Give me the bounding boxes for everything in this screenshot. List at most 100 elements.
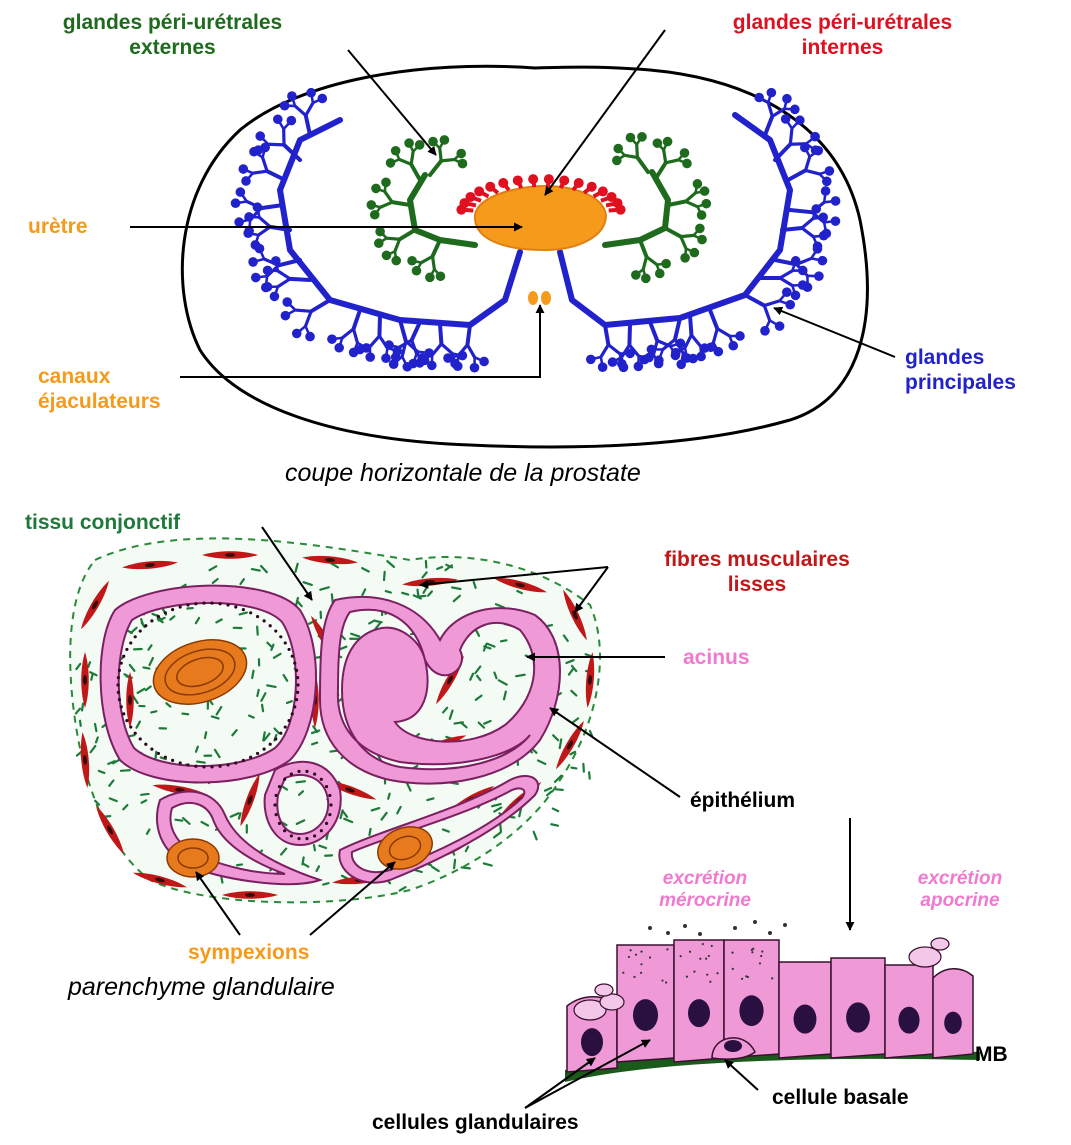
- urethra: [475, 186, 606, 250]
- gland-lobule: [334, 343, 344, 353]
- gland-lobule: [782, 287, 792, 297]
- gland-lobule: [440, 135, 450, 145]
- epithelial-nucleus: [269, 743, 272, 746]
- gland-lobule: [231, 198, 241, 208]
- gland-lobule: [375, 227, 385, 237]
- internal-gland-lobule: [574, 178, 584, 188]
- gland-lobule: [810, 132, 820, 142]
- cell-nucleus: [898, 1007, 919, 1034]
- connective-fiber: [237, 864, 242, 865]
- gland-branch: [625, 155, 638, 157]
- gland-lobule: [647, 345, 657, 355]
- connective-fiber: [80, 721, 81, 726]
- gland-lobule: [688, 354, 698, 364]
- secretion-granule: [716, 972, 718, 974]
- connective-fiber: [484, 863, 492, 865]
- internal-gland-lobule: [465, 192, 475, 202]
- epithelial-nucleus: [144, 743, 147, 746]
- epithelial-nucleus: [313, 772, 316, 775]
- label-external-glands: glandes péri-urétrales externes: [10, 10, 335, 60]
- gland-lobule: [663, 137, 673, 147]
- epithelial-nucleus: [249, 611, 252, 614]
- label-connective-tissue: tissu conjonctif: [25, 510, 180, 535]
- connective-fiber: [369, 829, 370, 835]
- epithelial-nucleus: [139, 629, 142, 632]
- gland-lobule: [814, 271, 824, 281]
- gland-lobule: [760, 326, 770, 336]
- gland-lobule: [248, 257, 258, 267]
- connective-fiber: [386, 591, 391, 592]
- label-basement-membrane: MB: [975, 1042, 1008, 1067]
- gland-branch: [440, 148, 441, 161]
- connective-fiber: [82, 704, 83, 711]
- connective-fiber: [516, 675, 524, 676]
- epithelial-nucleus: [144, 624, 147, 627]
- epithelial-nucleus: [117, 691, 120, 694]
- gland-lobule: [682, 159, 692, 169]
- gland-lobule: [404, 138, 414, 148]
- epithelial-nucleus: [164, 756, 167, 759]
- gland-lobule: [791, 291, 801, 301]
- label-merocrine-line1: excrétion: [630, 868, 780, 890]
- secretion-granule: [751, 951, 753, 953]
- cell-nucleus: [633, 999, 658, 1031]
- gland-lobule: [822, 229, 832, 239]
- epithelial-nucleus: [179, 605, 182, 608]
- epithelial-nucleus: [122, 712, 125, 715]
- gland-lobule: [456, 149, 466, 159]
- secretion-granule: [622, 972, 624, 974]
- gland-lobule: [391, 146, 401, 156]
- epithelial-nucleus: [263, 619, 266, 622]
- secretion-granule: [732, 968, 734, 970]
- epithelial-nucleus: [274, 737, 277, 740]
- secretion-granule: [771, 977, 773, 979]
- label-apocrine: excrétion apocrine: [885, 868, 1035, 912]
- secretion-granule: [689, 951, 691, 953]
- secretion-granule: [680, 955, 682, 957]
- label-ejaculatory-ducts: canaux éjaculateurs: [38, 364, 161, 414]
- epithelial-nucleus: [329, 803, 332, 806]
- gland-lobule: [415, 358, 425, 368]
- gland-lobule: [371, 184, 381, 194]
- epithelial-nucleus: [320, 778, 323, 781]
- secretion-granule: [711, 945, 713, 947]
- gland-lobule: [608, 357, 618, 367]
- epithelial-nucleus: [120, 705, 123, 708]
- secretion-granule: [640, 950, 642, 952]
- connective-fiber: [388, 794, 389, 799]
- gland-lobule: [831, 196, 841, 206]
- epithelial-nucleus: [186, 763, 189, 766]
- gland-branch: [392, 202, 410, 205]
- gland-lobule: [653, 138, 663, 148]
- gland-lobule: [370, 210, 380, 220]
- secretion-granule: [708, 955, 710, 957]
- muscle-nucleus: [245, 893, 255, 897]
- gland-branch: [441, 160, 454, 161]
- label-merocrine: excrétion mérocrine: [630, 868, 780, 912]
- connective-fiber: [500, 825, 501, 832]
- secretion-granule: [635, 954, 637, 956]
- epithelial-nucleus: [242, 759, 245, 762]
- secretion-granule: [751, 949, 753, 951]
- gland-branch: [379, 316, 380, 336]
- gland-branch: [681, 235, 694, 236]
- gland-lobule: [641, 273, 651, 283]
- epithelial-nucleus: [125, 719, 128, 722]
- gland-lobule: [255, 244, 265, 254]
- connective-fiber: [560, 739, 561, 748]
- gland-lobule: [661, 259, 671, 269]
- gland-lobule: [586, 355, 596, 365]
- secretion-granule: [741, 978, 743, 980]
- epithelial-nucleus: [226, 763, 229, 766]
- connective-fiber: [121, 770, 130, 771]
- gland-lobule: [287, 91, 297, 101]
- epithelial-nucleus: [284, 725, 287, 728]
- epithelial-nucleus: [283, 778, 286, 781]
- gland-branch: [637, 145, 638, 158]
- connective-fiber: [501, 640, 507, 641]
- epithelial-nucleus: [328, 813, 331, 816]
- epithelial-nucleus: [249, 756, 252, 759]
- connective-fiber: [252, 569, 260, 571]
- gland-lobule: [292, 329, 302, 339]
- gland-lobule: [427, 361, 437, 371]
